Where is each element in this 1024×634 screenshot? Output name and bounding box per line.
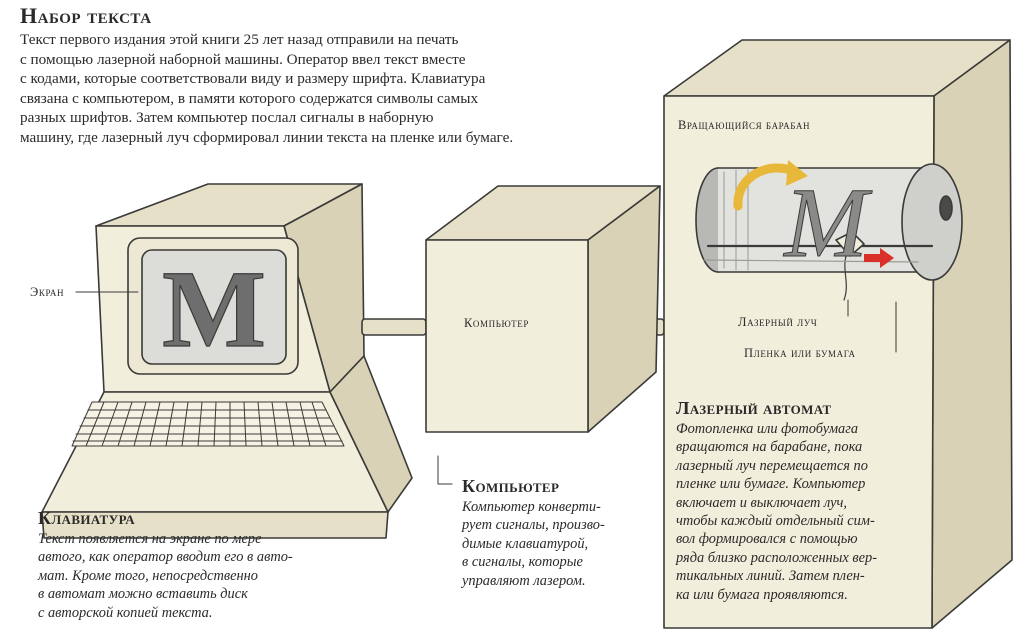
typesetter-heading: Лазерный автомат	[676, 398, 832, 418]
screen-label: Экран	[30, 285, 65, 299]
keyboard-description: Текст появляется на экране по мере автог…	[38, 531, 293, 621]
rotation-arrow-icon	[733, 160, 808, 211]
terminal-illustration	[41, 183, 413, 539]
intro-paragraph: Текст первого издания этой книги 25 лет …	[20, 31, 514, 146]
film-label: Пленка или бумага	[744, 346, 856, 360]
keyboard-heading: Клавиатура	[38, 508, 136, 528]
computer-box-label: Компьютер	[464, 316, 529, 330]
computer-illustration	[425, 185, 661, 433]
terminal-screen	[141, 249, 287, 365]
screen-letter: M	[162, 248, 266, 370]
computer-heading: Компьютер	[462, 476, 560, 496]
movement-arrow-icon	[864, 248, 894, 268]
typesetter-illustration	[663, 39, 1013, 629]
computer-description: Компьютер конверти- рует сигналы, произв…	[462, 499, 605, 589]
drum-letter: M	[782, 167, 872, 278]
laser-beam	[843, 255, 847, 301]
rotating-drum	[695, 163, 963, 281]
laser-head	[835, 231, 865, 257]
cable-terminal-computer	[361, 318, 427, 336]
laser-label: Лазерный луч	[738, 315, 818, 329]
keyboard-keys	[71, 401, 345, 447]
drum-label: Вращающийся барабан	[678, 118, 811, 132]
page-title: Набор текста	[20, 3, 152, 28]
typesetter-description: Фотопленка или фотобумага вращаются на б…	[676, 421, 878, 603]
computer-leader-line	[437, 455, 453, 485]
